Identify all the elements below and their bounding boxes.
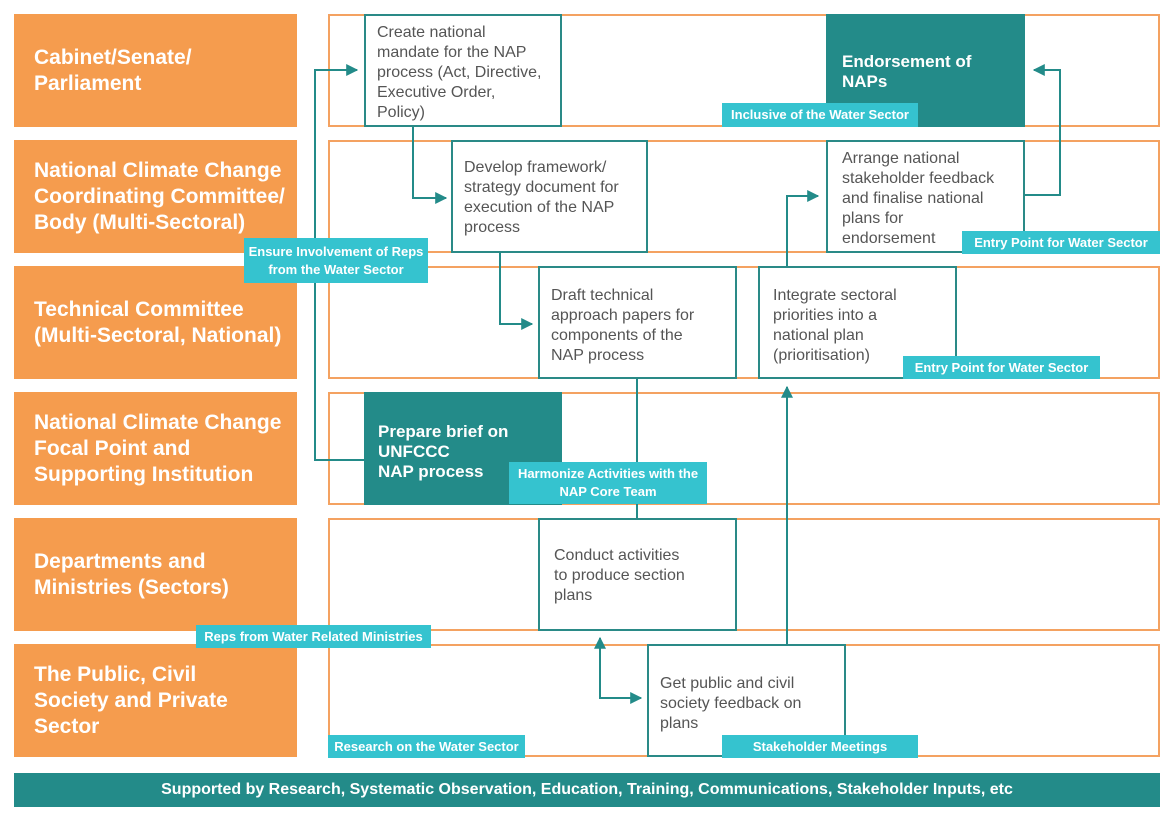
lane-label-focal-point: National Climate Change Focal Point and … <box>14 392 297 505</box>
tag-entry-point-coordinating: Entry Point for Water Sector <box>962 231 1160 254</box>
lane-label-cabinet: Cabinet/Senate/ Parliament <box>14 14 297 127</box>
box-conduct-activities: Conduct activities to produce section pl… <box>538 518 737 631</box>
lane-label-coordinating-committee: National Climate Change Coordinating Com… <box>14 140 297 253</box>
tag-ensure-involvement: Ensure Involvement of Reps from the Wate… <box>244 238 428 283</box>
tag-harmonize-activities: Harmonize Activities with the NAP Core T… <box>509 462 707 504</box>
box-develop-framework: Develop framework/ strategy document for… <box>451 140 648 253</box>
lane-label-departments: Departments and Ministries (Sectors) <box>14 518 297 631</box>
footer-supported-by: Supported by Research, Systematic Observ… <box>14 773 1160 807</box>
lane-label-public: The Public, Civil Society and Private Se… <box>14 644 297 757</box>
box-draft-technical-papers: Draft technical approach papers for comp… <box>538 266 737 379</box>
tag-inclusive-water-sector: Inclusive of the Water Sector <box>722 103 918 127</box>
tag-reps-water-ministries: Reps from Water Related Ministries <box>196 625 431 648</box>
tag-stakeholder-meetings: Stakeholder Meetings <box>722 735 918 758</box>
tag-entry-point-technical: Entry Point for Water Sector <box>903 356 1100 379</box>
tag-research-water-sector: Research on the Water Sector <box>328 735 525 758</box>
box-create-mandate: Create national mandate for the NAP proc… <box>364 14 562 127</box>
lane-departments <box>328 518 1160 631</box>
lane-label-technical-committee: Technical Committee (Multi-Sectoral, Nat… <box>14 266 297 379</box>
